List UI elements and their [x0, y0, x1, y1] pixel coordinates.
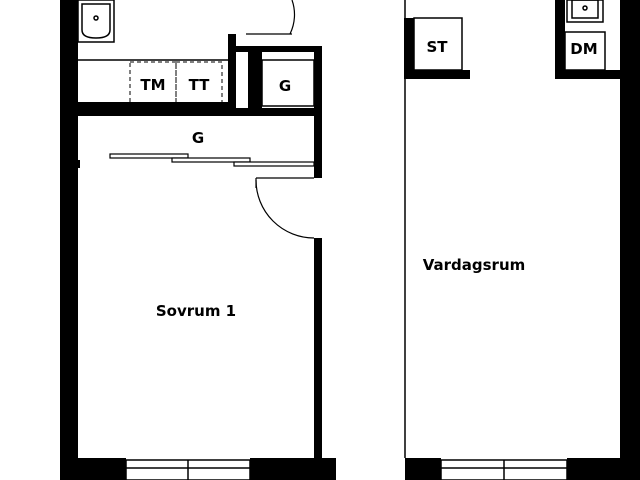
storage-outline [413, 17, 463, 71]
window-icon [125, 459, 568, 480]
outlines [78, 0, 606, 458]
door-swing-icon [246, 0, 315, 239]
sink-icon [77, 0, 115, 43]
sliding-door-icon [109, 153, 315, 167]
wall-storage-left [404, 18, 414, 78]
wall-living-left-bottom [405, 458, 441, 480]
label-dishwasher: DM [570, 40, 597, 58]
label-bedroom: Sovrum 1 [156, 302, 236, 320]
dm-outline [564, 31, 606, 71]
wardrobe-small-outline [261, 59, 315, 107]
wall-notch [76, 160, 80, 168]
laundry-machines [129, 61, 223, 107]
label-wardrobe-small: G [279, 77, 291, 95]
washing-machine-box [129, 61, 177, 107]
dm-sink-icon [566, 0, 604, 23]
wall-storage-bottom [404, 70, 470, 79]
wall-dm-left [555, 0, 565, 78]
wall-dm-bottom [555, 70, 620, 79]
door-swing-bathroom [246, 0, 296, 35]
wall-laundry-top [236, 46, 322, 52]
wall-bedroom-right [314, 238, 322, 460]
label-washing-machine: TM [140, 76, 165, 94]
label-wardrobe-corridor: G [192, 129, 204, 147]
wall-right-outer [620, 0, 640, 480]
walls [60, 0, 640, 480]
wall-corridor-top [78, 108, 322, 116]
label-living-room: Vardagsrum [423, 256, 526, 274]
wall-bottom-mid [250, 458, 336, 480]
tumble-dryer-box [175, 61, 223, 107]
wall-left-outer [60, 0, 78, 480]
label-storage: ST [426, 38, 448, 56]
wall-laundry-right [228, 34, 236, 110]
wall-wardrobe-left [248, 50, 262, 110]
wall-bottom-left [60, 458, 126, 480]
door-arc-bedroom [255, 179, 315, 239]
label-tumble-dryer: TT [189, 76, 211, 94]
